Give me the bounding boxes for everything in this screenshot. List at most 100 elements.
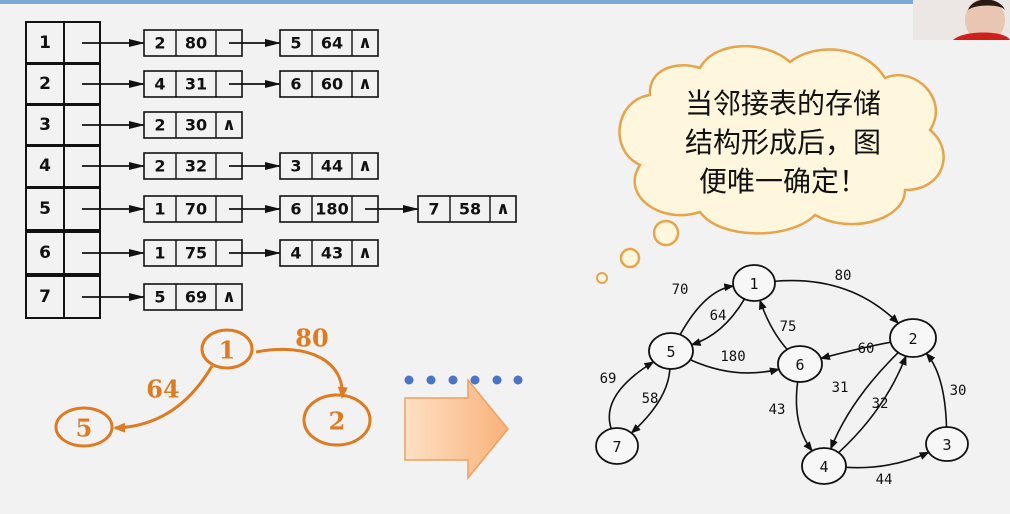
node-label: 7 (612, 438, 621, 456)
vertex-label: 7 (39, 287, 51, 307)
node-label: 2 (908, 330, 917, 348)
null-pointer: ∧ (358, 74, 372, 94)
dot (426, 375, 436, 385)
thought-dot-large (652, 219, 680, 247)
node-label: 1 (749, 275, 758, 293)
node-label: 6 (795, 356, 804, 374)
right-arrow-icon (404, 377, 509, 481)
null-pointer: ∧ (222, 115, 236, 135)
edge-weight-label: 32 (872, 396, 889, 412)
node-label: 5 (666, 343, 675, 361)
partial-graph-node (200, 328, 254, 370)
arc-node (279, 239, 379, 267)
arc-adjvex: 6 (290, 75, 301, 94)
graph-edge (690, 298, 746, 346)
arc-weight: 58 (459, 200, 481, 219)
graph-node (801, 447, 847, 485)
edge-weight-label: 80 (295, 324, 328, 353)
null-pointer: ∧ (222, 287, 236, 307)
thought-line-2: 结构形成后，图 (685, 126, 881, 159)
thought-line-3: 便唯一确定！ (699, 165, 867, 198)
adj-row: 7 5 69 ∧ (25, 275, 243, 319)
edge-weight-label: 180 (720, 349, 745, 365)
arc-weight: 70 (185, 200, 207, 219)
graph-edge (608, 361, 655, 429)
edge-weight-label: 44 (876, 472, 893, 488)
edge-weight-label: 31 (832, 380, 849, 396)
graph-edge (795, 381, 813, 452)
edge-weight-label: 64 (146, 375, 179, 404)
thought-cloud (618, 44, 945, 235)
arc-adjvex: 4 (290, 244, 301, 263)
node-label: 1 (219, 336, 236, 365)
arc-adjvex: 2 (154, 116, 165, 135)
graph-node (925, 426, 969, 462)
arc-weight: 32 (185, 157, 207, 176)
edge-weight-label: 43 (769, 402, 786, 418)
null-pointer: ∧ (496, 199, 510, 219)
node-label: 2 (329, 407, 346, 436)
arc-node (143, 283, 243, 311)
arc-weight: 69 (185, 288, 207, 307)
node-label: 3 (942, 436, 951, 454)
partial-graph-node (54, 406, 114, 448)
partial-edge (113, 365, 214, 433)
graph-node (732, 264, 776, 302)
arc-adjvex: 1 (154, 200, 165, 219)
graph-edge (689, 358, 780, 376)
graph-edge (838, 355, 907, 454)
arc-weight: 60 (321, 75, 343, 94)
vertex-label: 3 (39, 115, 51, 135)
graph-edge (819, 341, 891, 360)
arc-weight: 80 (185, 34, 207, 53)
arc-weight: 43 (321, 244, 343, 263)
arc-weight: 75 (185, 244, 207, 263)
edge-weight-label: 58 (642, 391, 659, 407)
arc-adjvex: 5 (154, 288, 165, 307)
ellipsis-dots (404, 375, 523, 385)
null-pointer: ∧ (358, 156, 372, 176)
graph-node (648, 332, 694, 370)
arc-node (143, 111, 243, 139)
dot (470, 375, 480, 385)
thought-bubble: 当邻接表的存储 结构形成后，图 便唯一确定！ (596, 44, 945, 284)
graph-edge (845, 451, 930, 469)
node-label: 5 (76, 414, 93, 443)
graph-edge (758, 299, 788, 350)
thought-dot-medium (619, 247, 641, 269)
edge-weight-label: 60 (858, 341, 875, 357)
graph-edge (679, 283, 735, 336)
dot (513, 375, 523, 385)
arc-adjvex: 3 (290, 157, 301, 176)
edge-weight-label: 69 (600, 371, 617, 387)
partial-edge (255, 347, 348, 399)
vertex-label: 1 (39, 33, 51, 53)
thought-line-1: 当邻接表的存储 (685, 87, 881, 120)
null-pointer: ∧ (358, 243, 372, 263)
edge-weight-label: 64 (710, 308, 727, 324)
webcam-overlay (913, 0, 1010, 40)
arc-weight: 64 (321, 34, 343, 53)
dot (448, 375, 458, 385)
arc-node (279, 152, 379, 180)
vertex-label: 5 (39, 199, 51, 219)
arc-weight: 31 (185, 75, 207, 94)
graph-edge (774, 279, 900, 325)
arc-adjvex: 1 (154, 244, 165, 263)
null-pointer: ∧ (358, 33, 372, 53)
edge-weight-label: 70 (672, 282, 689, 298)
vertex-label: 2 (39, 74, 51, 94)
node-label: 4 (819, 458, 828, 476)
graph-edge (830, 351, 899, 450)
arc-node (417, 195, 517, 223)
dot (404, 375, 414, 385)
arc-adjvex: 2 (154, 34, 165, 53)
arc-adjvex: 6 (290, 200, 301, 219)
partial-graph: 64 80 1 5 2 (54, 324, 372, 448)
